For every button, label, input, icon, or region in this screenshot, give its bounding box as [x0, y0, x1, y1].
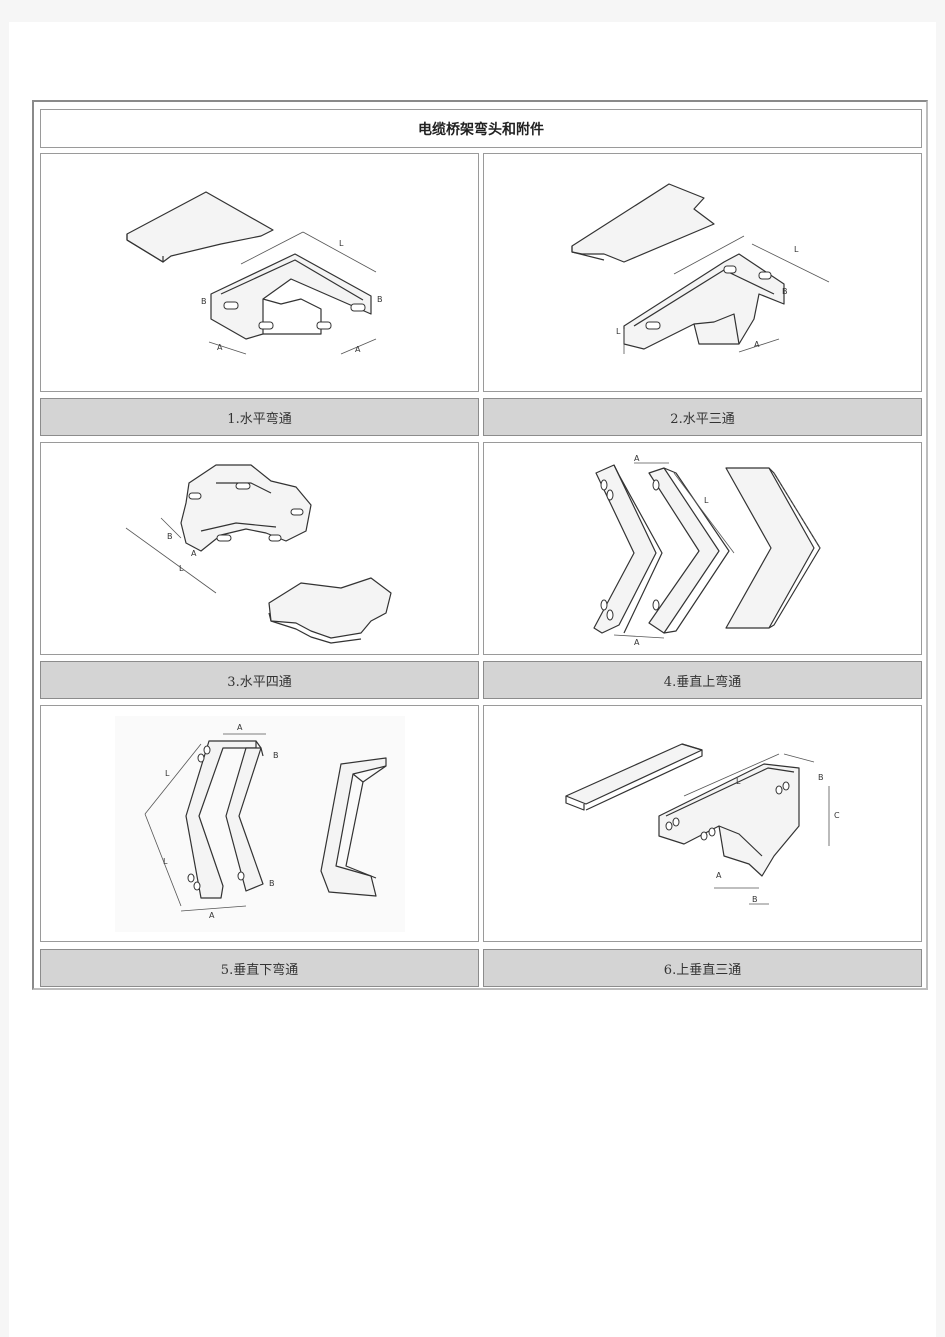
- svg-text:A: A: [209, 911, 215, 920]
- svg-text:L: L: [616, 327, 621, 336]
- horizontal-elbow-drawing: A A B B L: [40, 153, 479, 392]
- svg-text:A: A: [237, 723, 243, 732]
- svg-text:B: B: [818, 773, 824, 782]
- vertical-down-elbow-drawing: A A L L B B: [40, 705, 479, 942]
- item-label-2: 2.水平三通: [483, 398, 922, 436]
- svg-text:A: A: [716, 871, 722, 880]
- svg-text:B: B: [377, 295, 383, 304]
- fittings-table: 电缆桥架弯头和附件 A A B B L: [32, 100, 928, 990]
- svg-text:B: B: [269, 879, 275, 888]
- svg-text:A: A: [634, 454, 640, 463]
- svg-text:L: L: [794, 245, 799, 254]
- vertical-tee-drawing: A B C L B: [483, 705, 922, 942]
- svg-text:B: B: [201, 297, 207, 306]
- svg-text:A: A: [217, 343, 223, 352]
- item-label-6: 6.上垂直三通: [483, 949, 922, 987]
- svg-text:B: B: [782, 287, 788, 296]
- svg-text:C: C: [834, 811, 840, 820]
- item-label-3: 3.水平四通: [40, 661, 479, 699]
- vertical-up-elbow-drawing: A L A: [483, 442, 922, 655]
- svg-text:L: L: [736, 777, 741, 786]
- item-label-1: 1.水平弯通: [40, 398, 479, 436]
- svg-text:A: A: [191, 549, 197, 558]
- svg-text:B: B: [273, 751, 279, 760]
- svg-text:L: L: [339, 239, 344, 248]
- horizontal-tee-drawing: A L L B: [483, 153, 922, 392]
- horizontal-cross-drawing: B A L: [40, 442, 479, 655]
- svg-text:B: B: [167, 532, 173, 541]
- svg-text:L: L: [163, 857, 168, 866]
- svg-text:L: L: [179, 564, 184, 573]
- svg-text:A: A: [634, 638, 640, 647]
- svg-text:A: A: [355, 345, 361, 354]
- svg-text:B: B: [752, 895, 758, 904]
- item-label-5: 5.垂直下弯通: [40, 949, 479, 987]
- svg-text:L: L: [165, 769, 170, 778]
- svg-text:A: A: [754, 340, 760, 349]
- svg-text:L: L: [704, 496, 709, 505]
- table-title: 电缆桥架弯头和附件: [40, 109, 922, 148]
- item-label-4: 4.垂直上弯通: [483, 661, 922, 699]
